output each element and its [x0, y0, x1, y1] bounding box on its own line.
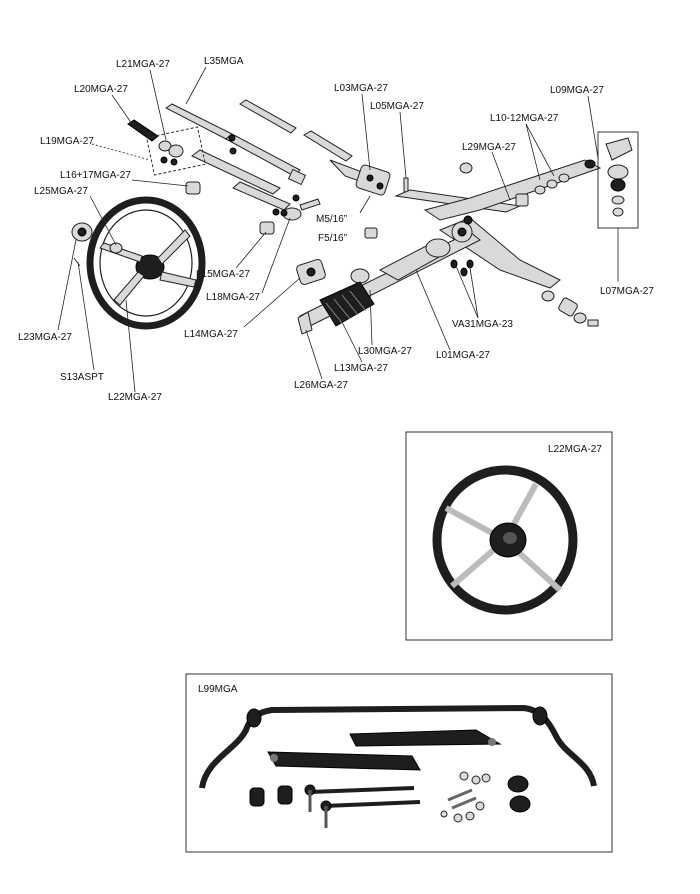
label-l18: L18MGA-27: [206, 292, 260, 303]
inset-swaybar-label: L99MGA: [198, 684, 238, 695]
leader-lines: [57, 66, 619, 393]
label-l13: L13MGA-27: [334, 363, 388, 374]
label-l35: L35MGA: [204, 56, 244, 67]
label-l15: L15MGA-27: [196, 269, 250, 280]
exploded-view: L35MGA L21MGA-27 L20MGA-27 L19MGA-27 L16…: [18, 56, 654, 403]
label-l23: L23MGA-27: [18, 332, 72, 343]
tie-rod-ends: [450, 159, 599, 327]
label-va31: VA31MGA-23: [452, 319, 513, 330]
label-l19: L19MGA-27: [40, 136, 94, 147]
label-l07: L07MGA-27: [600, 286, 654, 297]
label-l10-12: L10-12MGA-27: [490, 113, 559, 124]
label-l22: L22MGA-27: [108, 392, 162, 403]
steering-column-l35: [165, 99, 353, 211]
label-l29: L29MGA-27: [462, 142, 516, 153]
label-s13: S13ASPT: [60, 372, 104, 383]
inset-wheel: L22MGA-27: [405, 431, 613, 641]
label-l30: L30MGA-27: [358, 346, 412, 357]
label-l05: L05MGA-27: [370, 101, 424, 112]
label-l01: L01MGA-27: [436, 350, 490, 361]
steering-wheel-drawing: [71, 196, 206, 330]
hardware-bolts: [440, 771, 491, 823]
label-l21: L21MGA-27: [116, 59, 170, 70]
inset-wheel-label: L22MGA-27: [548, 444, 602, 455]
label-l20: L20MGA-27: [74, 84, 128, 95]
label-f5: F5/16”: [318, 233, 347, 244]
label-l03: L03MGA-27: [334, 83, 388, 94]
label-l09: L09MGA-27: [550, 85, 604, 96]
column-clamp-parts: [127, 119, 321, 235]
label-l14: L14MGA-27: [184, 329, 238, 340]
label-l26: L26MGA-27: [294, 380, 348, 391]
rack-gaiter-drawing: [297, 281, 375, 335]
label-l25: L25MGA-27: [34, 186, 88, 197]
label-m5: M5/16”: [316, 214, 347, 225]
label-l16-17: L16+17MGA-27: [60, 170, 131, 181]
inset-swaybar: L99MGA: [185, 673, 613, 853]
l07-part-box: [597, 131, 639, 229]
